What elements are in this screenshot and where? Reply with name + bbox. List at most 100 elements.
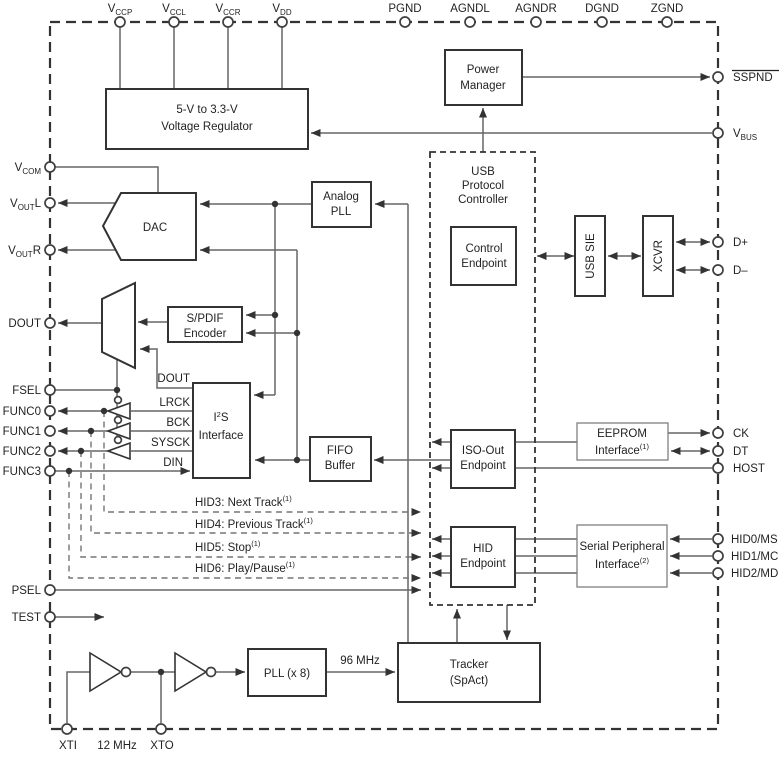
tristate-buffer-sysck xyxy=(105,435,131,461)
xcvr-block: XCVR xyxy=(642,215,674,297)
pin-vccp xyxy=(114,16,126,28)
voltage-regulator-block: 5-V to 3.3-V Voltage Regulator xyxy=(105,88,309,150)
pin-voutr xyxy=(44,244,56,256)
pin-dout xyxy=(44,317,56,329)
pin-label-test: TEST xyxy=(12,612,41,624)
serial-peripheral-interface-block: Serial Peripheral Interface(2) xyxy=(576,524,668,588)
pin-dplus xyxy=(712,236,724,248)
usb-sie-block: USB SIE xyxy=(574,215,606,297)
usb-sie-label: USB SIE xyxy=(585,233,597,279)
pin-label-func1: FUNC1 xyxy=(3,426,41,438)
signal-labels: DOUT LRCK BCK SYSCK DIN 96 MHz HID3: Nex… xyxy=(151,373,380,667)
spdif-label-2: Encoder xyxy=(184,328,227,340)
pin-label-dgnd: DGND xyxy=(585,3,619,15)
pin-label-ck: CK xyxy=(733,428,749,440)
control-endpoint-label-2: Endpoint xyxy=(461,258,507,270)
pin-zgnd xyxy=(661,16,673,28)
hid4-wire xyxy=(90,431,421,537)
spi-label-2: Interface(2) xyxy=(595,556,649,571)
top-pin-labels: VCCP VCCL VCCR VDD PGND AGNDL AGNDR DGND… xyxy=(108,3,684,17)
usb-ctrl-title-1: USB xyxy=(471,166,495,178)
usb-ctrl-title-3: Controller xyxy=(458,194,508,206)
pin-func2 xyxy=(44,445,56,457)
control-endpoint-label-1: Control xyxy=(465,243,502,255)
pin-label-hid0: HID0/MS xyxy=(731,534,778,546)
pin-terminals xyxy=(44,16,724,735)
hid6-wire xyxy=(68,471,421,582)
signal-lrck: LRCK xyxy=(159,397,190,409)
usb-ctrl-title-2: Protocol xyxy=(462,180,504,192)
tracker-label-1: Tracker xyxy=(450,659,489,671)
pin-psel xyxy=(44,584,56,596)
pin-label-vbus: VBUS xyxy=(733,128,757,142)
pin-label-xto: XTO xyxy=(150,740,173,752)
pin-pgnd xyxy=(399,16,411,28)
i2s-label-2: Interface xyxy=(199,430,244,442)
regulator-label-1: 5-V to 3.3-V xyxy=(176,104,238,116)
pin-label-agndl: AGNDL xyxy=(450,3,490,15)
pin-label-voutr: VOUTR xyxy=(8,245,41,259)
pin-agndr xyxy=(530,16,542,28)
pin-label-vcom: VCOM xyxy=(15,162,42,176)
pin-label-dplus: D+ xyxy=(733,237,748,249)
tristate-buffer-bck xyxy=(105,415,131,441)
iso-out-endpoint-block: ISO-Out Endpoint xyxy=(450,429,516,489)
left-pin-labels: VCOM VOUTL VOUTR DOUT FSEL FUNC0 FUNC1 F… xyxy=(3,162,42,624)
pll-x8-block: PLL (x 8) xyxy=(247,648,327,697)
inverter-buffer-2 xyxy=(174,651,217,693)
signal-bck: BCK xyxy=(166,417,190,429)
signal-din: DIN xyxy=(163,457,183,469)
xcvr-label: XCVR xyxy=(653,240,665,272)
right-pin-labels: SSPND VBUS D+ D– CK DT HOST HID0/MS HID1… xyxy=(731,69,779,580)
pin-label-sspnd: SSPND xyxy=(733,72,773,84)
signal-96mhz: 96 MHz xyxy=(340,655,380,667)
wire-vcom xyxy=(55,166,159,192)
signal-sysck: SYSCK xyxy=(151,437,190,449)
pin-label-voutl: VOUTL xyxy=(10,198,42,212)
hid3-wire xyxy=(103,411,421,516)
pin-label-psel: PSEL xyxy=(12,585,42,597)
hid5-wire xyxy=(80,451,421,561)
pin-label-vdd: VDD xyxy=(272,3,291,17)
pin-label-zgnd: ZGND xyxy=(651,3,684,15)
signal-hid6: HID6: Play/Pause(1) xyxy=(195,560,295,575)
tracker-label-2: (SpAct) xyxy=(450,675,489,687)
power-manager-block: Power Manager xyxy=(444,49,523,106)
pin-vccr xyxy=(222,16,234,28)
tristate-buffer-lrck xyxy=(105,395,131,421)
pin-vbus xyxy=(712,127,724,139)
pin-hid0-ms xyxy=(712,533,724,545)
hid-endpoint-label-2: Endpoint xyxy=(460,558,506,570)
pin-label-hid2: HID2/MD xyxy=(731,568,778,580)
hid-endpoint-block: HID Endpoint xyxy=(450,526,516,588)
tristate-enable-bubble xyxy=(113,435,123,445)
usb-protocol-controller-box: USB Protocol Controller xyxy=(429,151,536,606)
pin-label-dout: DOUT xyxy=(8,318,41,330)
dac-block: DAC xyxy=(101,192,197,261)
i2s-interface-block: I2S Interface xyxy=(192,382,251,479)
pin-label-func0: FUNC0 xyxy=(3,406,41,418)
pin-xto xyxy=(155,723,167,735)
power-manager-label-2: Manager xyxy=(460,80,506,92)
pin-label-hid1: HID1/MC xyxy=(731,551,778,563)
inverter-buffer-1 xyxy=(89,651,132,693)
pin-dt xyxy=(712,445,724,457)
control-endpoint-block: Control Endpoint xyxy=(450,226,517,286)
signal-hid4: HID4: Previous Track(1) xyxy=(195,516,313,531)
pin-label-func2: FUNC2 xyxy=(3,446,41,458)
bottom-pin-labels: XTI 12 MHz XTO xyxy=(59,740,174,752)
pll-x8-label: PLL (x 8) xyxy=(264,668,310,680)
power-manager-label-1: Power xyxy=(467,64,500,76)
spdif-label-1: S/PDIF xyxy=(186,313,223,325)
pin-vcom xyxy=(44,161,56,173)
pin-dgnd xyxy=(596,16,608,28)
pin-label-vccp: VCCP xyxy=(108,3,133,17)
fifo-label-1: FIFO xyxy=(327,445,353,457)
eeprom-label-2: Interface(1) xyxy=(595,442,649,457)
pin-label-xti: XTI xyxy=(59,740,77,752)
tristate-enable-bubble xyxy=(113,415,123,425)
pin-func1 xyxy=(44,425,56,437)
pin-label-vccr: VCCR xyxy=(215,3,240,17)
